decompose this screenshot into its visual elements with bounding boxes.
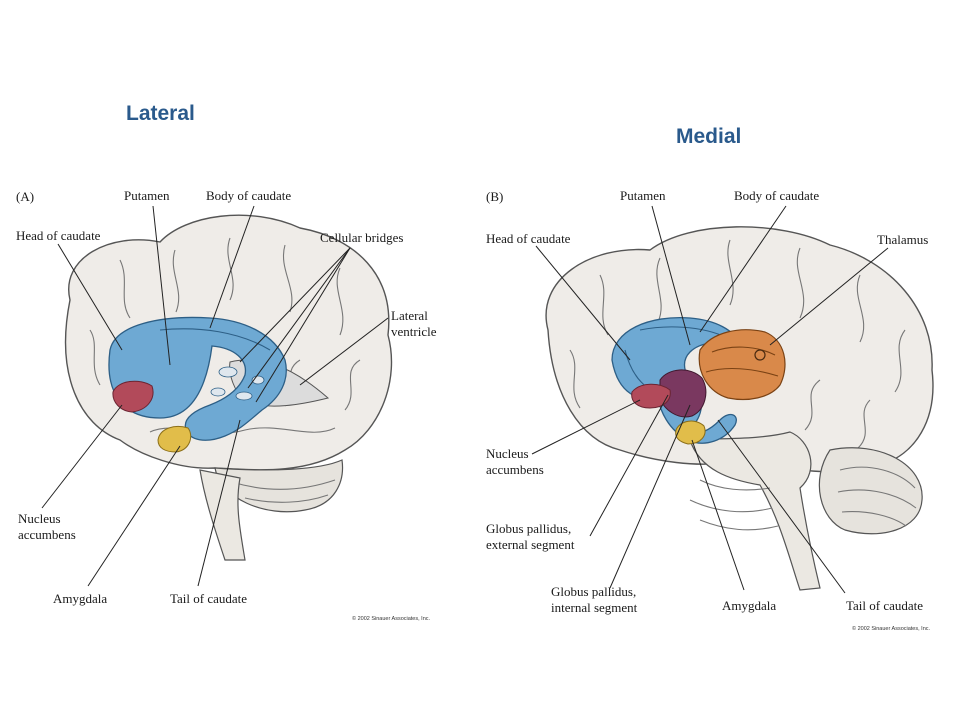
panel-a-copyright: © 2002 Sinauer Associates, Inc. <box>352 615 431 622</box>
panel-b-thalamus-label: Thalamus <box>877 232 928 247</box>
panel-a-body-of-caudate-label: Body of caudate <box>206 188 291 203</box>
panel-a-amygdala <box>157 426 192 453</box>
panel-b-globus-pallidus <box>659 369 707 418</box>
panel-b-nucleus-accumbens <box>631 383 671 409</box>
medial-title: Medial <box>676 125 742 148</box>
panel-b-thalamus <box>698 329 786 401</box>
panel-b-nucleus-accumbens-label-2: accumbens <box>486 462 544 477</box>
panel-b-gp-external-label-2: external segment <box>486 537 575 552</box>
panel-a-tail-of-caudate-label: Tail of caudate <box>170 591 247 606</box>
panel-a-leaders <box>41 205 389 587</box>
panel-b-putamen-label: Putamen <box>620 188 666 203</box>
panel-a-lateral-ventricle-label-2: ventricle <box>391 324 437 339</box>
panel-b-gp-internal-label-2: internal segment <box>551 600 638 615</box>
panel-a-nucleus-accumbens-label-2: accumbens <box>18 527 76 542</box>
panel-a-brainstem <box>199 469 246 561</box>
panel-b-body-of-caudate-label: Body of caudate <box>734 188 819 203</box>
panel-a-putamen-label: Putamen <box>124 188 170 203</box>
panel-a: (A) <box>16 188 437 622</box>
panel-a-cellular-bridges-label: Cellular bridges <box>320 230 403 245</box>
panel-b: (B) <box>486 188 934 632</box>
panel-b-nucleus-accumbens-label-1: Nucleus <box>486 446 529 461</box>
panel-a-nucleus-accumbens-label-1: Nucleus <box>18 511 61 526</box>
panel-b-leaders <box>531 205 889 594</box>
panel-b-letter: (B) <box>486 189 503 204</box>
panel-a-lateral-ventricle-label-1: Lateral <box>391 308 428 323</box>
panel-a-amygdala-label: Amygdala <box>53 591 107 606</box>
lateral-title: Lateral <box>126 102 195 125</box>
panel-b-amygdala <box>675 420 706 445</box>
panel-a-letter: (A) <box>16 189 34 204</box>
panel-b-brain <box>545 226 934 591</box>
panel-b-head-of-caudate-label: Head of caudate <box>486 231 571 246</box>
panel-b-tail-of-caudate-label: Tail of caudate <box>846 598 923 613</box>
panel-b-copyright: © 2002 Sinauer Associates, Inc. <box>852 625 931 632</box>
panel-b-gp-internal-label-1: Globus pallidus, <box>551 584 636 599</box>
panel-b-amygdala-label: Amygdala <box>722 598 776 613</box>
panel-a-head-of-caudate-label: Head of caudate <box>16 228 101 243</box>
panel-a-nucleus-accumbens <box>112 380 154 413</box>
panel-b-gp-external-label-1: Globus pallidus, <box>486 521 571 536</box>
